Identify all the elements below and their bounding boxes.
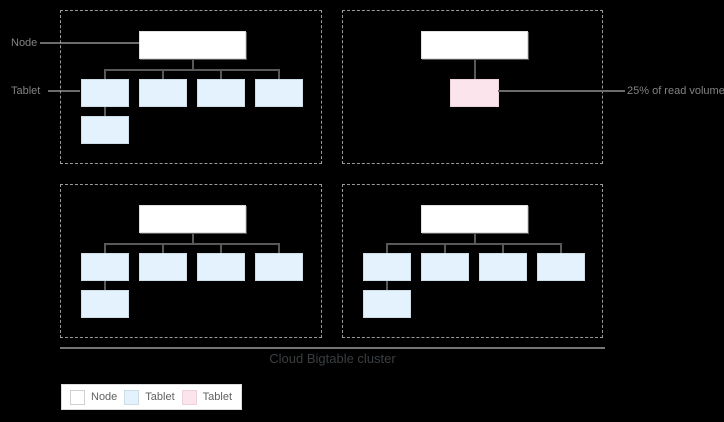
tablet-box bbox=[81, 290, 129, 318]
node-pointer-line bbox=[40, 42, 139, 44]
tablet-box bbox=[139, 253, 187, 281]
legend-label: Tablet bbox=[202, 390, 233, 403]
connector-drop bbox=[104, 69, 106, 79]
node-pointer-label: Node bbox=[11, 37, 38, 49]
connector-node-drop bbox=[192, 233, 194, 243]
connector-drop bbox=[220, 69, 222, 79]
tablet-box bbox=[255, 79, 303, 107]
node-group-1 bbox=[60, 10, 322, 164]
connector-node-drop bbox=[192, 59, 194, 69]
node-swatch bbox=[70, 389, 85, 405]
tablet-box bbox=[81, 253, 129, 281]
read-volume-pointer-line bbox=[498, 90, 625, 92]
cluster-caption: Cloud Bigtable cluster bbox=[269, 351, 396, 366]
tablet-box bbox=[479, 253, 527, 281]
node-box bbox=[139, 31, 246, 59]
connector-drop bbox=[560, 243, 562, 253]
legend-item-tablet-pink: Tablet bbox=[181, 389, 233, 405]
tablet-box bbox=[197, 79, 245, 107]
hot-tablet-box bbox=[450, 79, 499, 107]
connector-drop bbox=[444, 243, 446, 253]
legend: Node Tablet Tablet bbox=[61, 384, 243, 410]
legend-label: Tablet bbox=[145, 390, 175, 403]
connector-drop bbox=[220, 243, 222, 253]
node-group-4 bbox=[342, 184, 603, 338]
tablet-pointer-label: Tablet bbox=[11, 85, 41, 97]
connector-bar bbox=[104, 243, 280, 245]
connector-drop bbox=[278, 69, 280, 79]
connector-drop bbox=[502, 243, 504, 253]
connector-extra-drop bbox=[104, 281, 106, 290]
tablet-box bbox=[81, 79, 129, 107]
tablet-box bbox=[363, 253, 411, 281]
connector-drop bbox=[104, 243, 106, 253]
connector-drop bbox=[162, 69, 164, 79]
read-volume-label: 25% of read volume bbox=[627, 85, 724, 97]
legend-item-tablet-blue: Tablet bbox=[124, 389, 175, 405]
connector-extra-drop bbox=[104, 107, 106, 116]
connector-drop bbox=[278, 243, 280, 253]
connector-drop bbox=[162, 243, 164, 253]
tablet-blue-swatch bbox=[124, 389, 140, 405]
legend-item-node: Node bbox=[70, 389, 118, 405]
tablet-box bbox=[363, 290, 411, 318]
tablet-box bbox=[421, 253, 469, 281]
tablet-pink-swatch bbox=[181, 389, 197, 405]
connector-extra-drop bbox=[386, 281, 388, 290]
legend-label: Node bbox=[91, 390, 118, 403]
connector-drop bbox=[386, 243, 388, 253]
tablet-box bbox=[255, 253, 303, 281]
node-box bbox=[139, 205, 246, 233]
tablet-box bbox=[537, 253, 585, 281]
tablet-box bbox=[139, 79, 187, 107]
node-box bbox=[421, 205, 528, 233]
connector-bar bbox=[386, 243, 562, 245]
cluster-underline bbox=[60, 347, 605, 349]
tablet-box bbox=[197, 253, 245, 281]
node-group-2 bbox=[342, 10, 603, 164]
node-group-3 bbox=[60, 184, 322, 338]
connector-node-drop bbox=[474, 59, 476, 79]
tablet-box bbox=[81, 116, 129, 144]
tablet-pointer-line bbox=[48, 90, 80, 92]
connector-bar bbox=[104, 69, 280, 71]
node-box bbox=[421, 31, 528, 59]
connector-node-drop bbox=[474, 233, 476, 243]
